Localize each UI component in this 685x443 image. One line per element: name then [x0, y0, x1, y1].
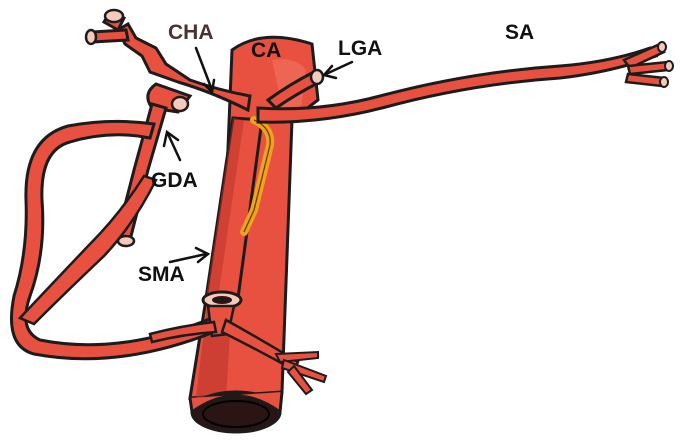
aorta-bottom-lumen-inner [202, 400, 270, 428]
sma-shading [206, 118, 244, 298]
cha-branch-left [90, 28, 130, 44]
gda-arrow [166, 132, 182, 162]
cha-arrow-head [202, 78, 216, 95]
label-sa: SA [505, 21, 535, 44]
label-lga: LGA [338, 37, 383, 60]
sma-distal-branches [148, 304, 328, 396]
sa-branch-3-end [659, 76, 669, 88]
cha-branch-left-end [84, 28, 98, 46]
label-gda: GDA [151, 169, 198, 192]
common-hepatic-artery [84, 8, 252, 114]
sma-branch-left [148, 320, 218, 344]
sma-branch-right-2 [274, 350, 319, 364]
label-cha: CHA [168, 21, 214, 44]
left-gastric-artery [265, 68, 325, 110]
sma-cut-end-inner [212, 296, 232, 304]
label-sma: SMA [138, 263, 185, 286]
lga-arrow [324, 60, 354, 76]
sma-branch-right-3 [280, 358, 328, 384]
lga-arrow-head [321, 64, 338, 80]
gda-arrow-head [162, 129, 180, 148]
label-ca: CA [251, 39, 282, 62]
lga-cut-end [309, 68, 325, 86]
cha-loop-end [170, 95, 190, 113]
aorta-bottom-body [188, 391, 284, 415]
sa-branch-1-end [657, 41, 667, 53]
arcade-inner [17, 174, 158, 326]
sa-branch-2-end [664, 60, 674, 72]
cha-trunk [116, 21, 252, 113]
pancreaticoduodenal-arcade [10, 119, 216, 361]
cha-branch-up-end [103, 8, 125, 24]
sma-arrow-head [194, 246, 211, 264]
label-arrows [162, 46, 354, 264]
cha-arrow [194, 46, 214, 92]
sa-branch-3 [624, 72, 666, 88]
sma-branch-right-4 [286, 364, 314, 396]
sma-arrow [168, 252, 208, 264]
splenic-artery [256, 41, 674, 124]
